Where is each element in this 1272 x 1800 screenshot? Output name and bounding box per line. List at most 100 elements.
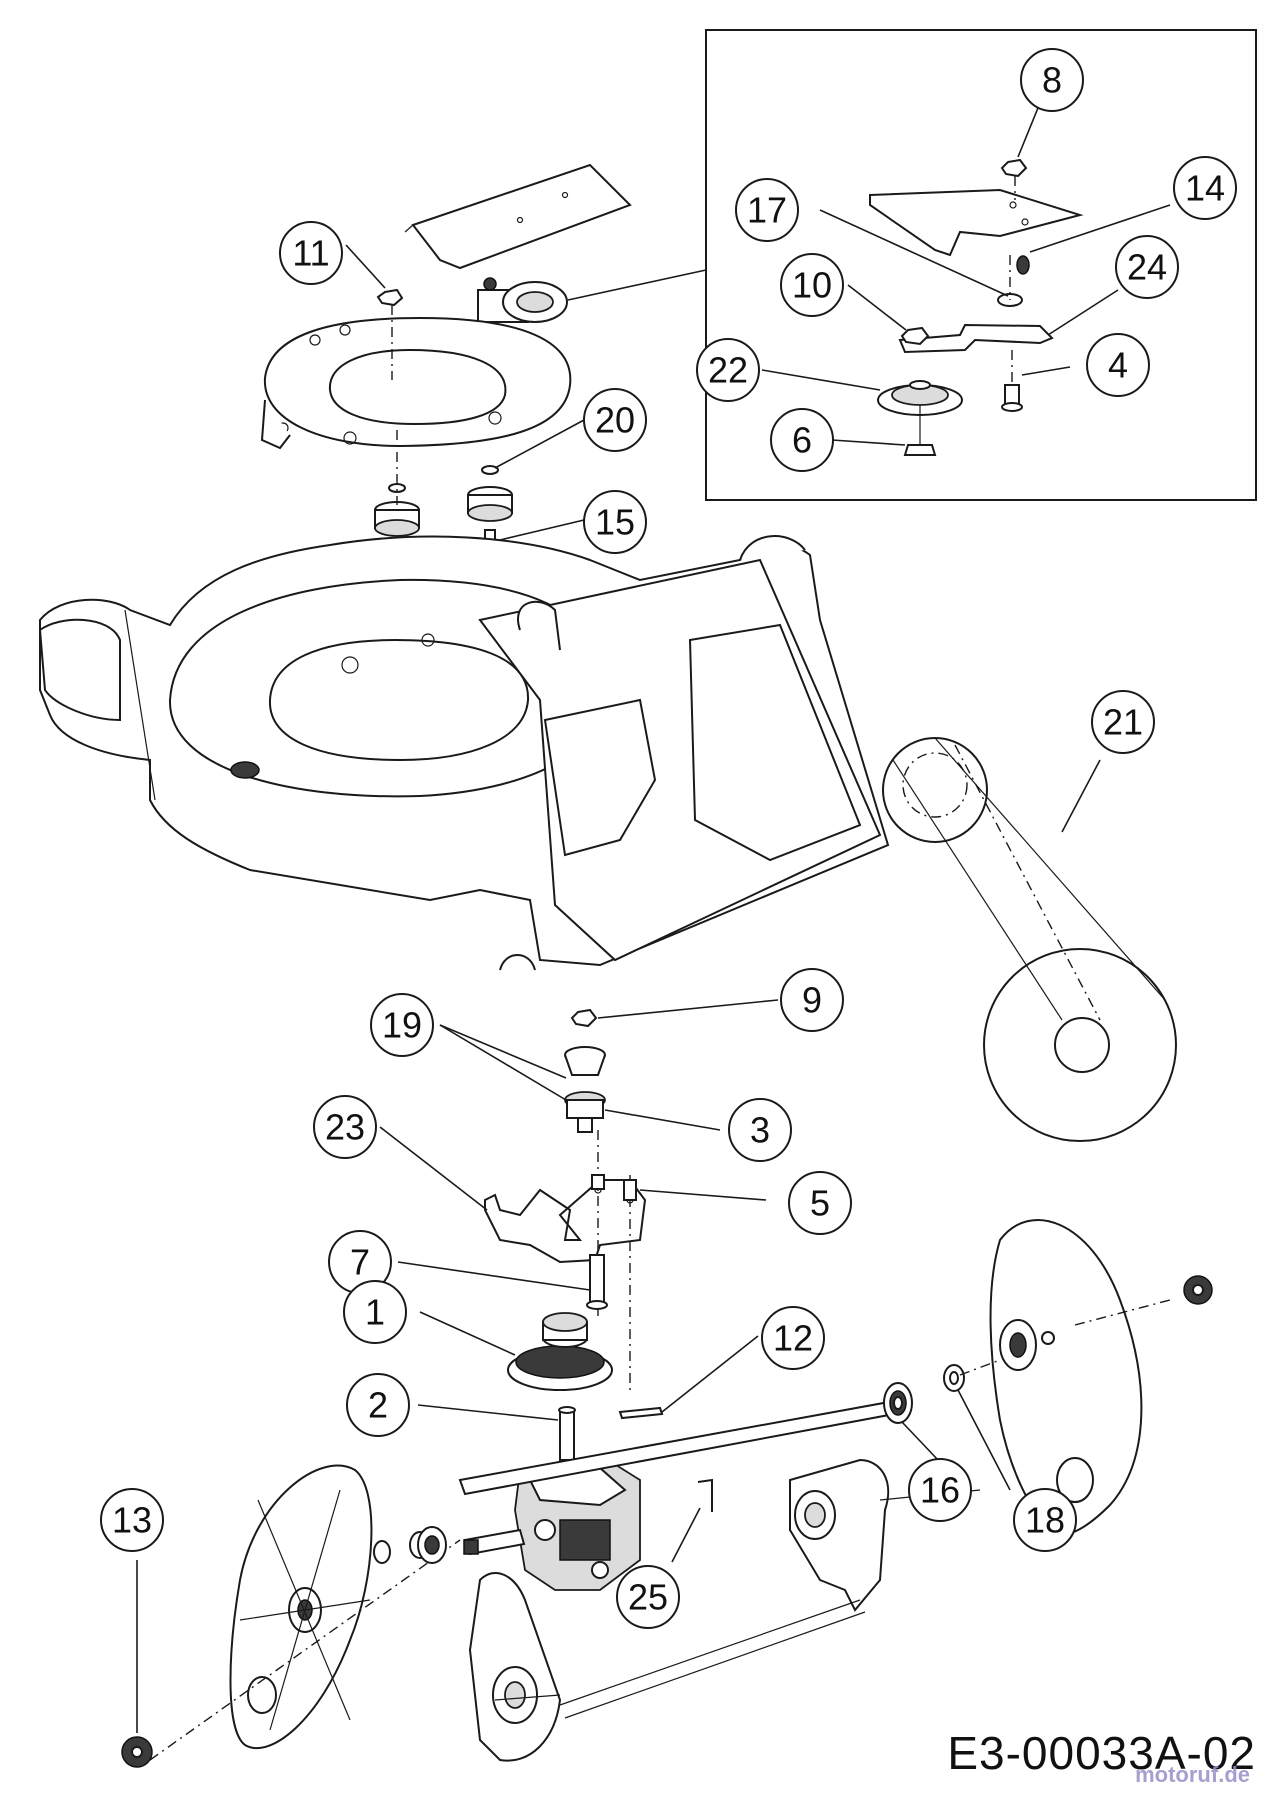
leader-21 <box>1061 759 1101 833</box>
svg-text:13: 13 <box>112 1500 152 1541</box>
callout-24: 24 <box>1115 235 1179 299</box>
bushing-left <box>374 430 420 568</box>
svg-text:22: 22 <box>708 350 748 391</box>
nut-11 <box>376 288 404 380</box>
left-spacers <box>373 1526 447 1564</box>
detail-inset-frame <box>705 29 1257 501</box>
left-wheel-disc <box>149 1464 461 1761</box>
callout-17: 17 <box>735 178 799 242</box>
leader-3 <box>604 1109 721 1131</box>
leader-24 <box>1047 289 1119 336</box>
svg-text:16: 16 <box>920 1470 960 1511</box>
callout-18: 18 <box>1013 1488 1077 1552</box>
clip-25 <box>697 1478 713 1512</box>
svg-text:25: 25 <box>628 1577 668 1618</box>
leader-12 <box>661 1335 759 1413</box>
leader-23 <box>379 1126 488 1211</box>
rear-height-bracket <box>559 1458 981 1719</box>
inset-nut-10 <box>900 326 930 346</box>
svg-text:20: 20 <box>595 400 635 441</box>
mower-deck-housing <box>38 535 890 971</box>
svg-text:18: 18 <box>1025 1500 1065 1541</box>
svg-text:23: 23 <box>325 1107 365 1148</box>
leader-1 <box>419 1311 516 1356</box>
svg-text:9: 9 <box>802 980 822 1021</box>
svg-text:19: 19 <box>382 1005 422 1046</box>
leader-14 <box>1029 204 1171 253</box>
callout-23: 23 <box>313 1095 377 1159</box>
callout-20: 20 <box>583 388 647 452</box>
nut-9 <box>570 1008 598 1028</box>
callout-16: 16 <box>908 1458 972 1522</box>
inset-bracket-plate <box>869 188 1084 257</box>
inset-bolt-4 <box>1001 350 1023 412</box>
upper-bracket-plate <box>404 163 632 270</box>
svg-text:5: 5 <box>810 1183 830 1224</box>
bolt-7 <box>586 1254 608 1310</box>
callout-3: 3 <box>728 1098 792 1162</box>
svg-text:14: 14 <box>1185 168 1225 209</box>
site-watermark: motoruf.de <box>1135 1762 1250 1787</box>
leader-9 <box>597 999 779 1019</box>
callout-21: 21 <box>1091 690 1155 754</box>
leader-18 <box>957 1389 1011 1491</box>
leader-22 <box>761 369 881 391</box>
leader-2 <box>417 1404 559 1421</box>
leader-17 <box>819 209 1009 297</box>
inset-bolt-6 <box>903 405 937 456</box>
rear-axle <box>458 1398 907 1556</box>
callout-25: 25 <box>616 1565 680 1629</box>
svg-text:6: 6 <box>792 420 812 461</box>
callout-2: 2 <box>346 1373 410 1437</box>
svg-text:24: 24 <box>1127 247 1167 288</box>
callout-9: 9 <box>780 968 844 1032</box>
washer-18 <box>943 1364 965 1392</box>
inset-lever-24 <box>898 323 1054 354</box>
callout-12: 12 <box>761 1306 825 1370</box>
callout-13: 13 <box>100 1488 164 1552</box>
inset-washer-17 <box>997 255 1023 307</box>
leader-7 <box>397 1261 591 1291</box>
callout-8: 8 <box>1020 48 1084 112</box>
leader-8 <box>1017 102 1041 158</box>
leader-19a <box>439 1024 567 1079</box>
callout-19: 19 <box>370 993 434 1057</box>
leader-4 <box>1021 366 1071 376</box>
svg-text:2: 2 <box>368 1385 388 1426</box>
leader-25 <box>671 1507 701 1563</box>
callout-11: 11 <box>279 221 343 285</box>
svg-text:10: 10 <box>792 265 832 306</box>
callout-6: 6 <box>770 408 834 472</box>
leader-20 <box>494 419 585 469</box>
leader-11 <box>345 244 386 289</box>
inset-spring-14 <box>1016 255 1030 275</box>
leader-6 <box>831 439 906 446</box>
inset-nut-8 <box>1000 158 1028 200</box>
svg-text:12: 12 <box>773 1318 813 1359</box>
callout-14: 14 <box>1173 156 1237 220</box>
left-pinion-gear <box>121 1736 153 1768</box>
svg-text:7: 7 <box>350 1242 370 1283</box>
leader-5 <box>639 1189 767 1201</box>
svg-text:17: 17 <box>747 190 787 231</box>
callout-15: 15 <box>583 490 647 554</box>
svg-text:21: 21 <box>1103 702 1143 743</box>
callout-4: 4 <box>1086 333 1150 397</box>
svg-text:8: 8 <box>1042 60 1062 101</box>
upper-idler-pulley <box>477 277 568 323</box>
right-pinion-gear <box>1183 1275 1213 1305</box>
drive-pulley-1 <box>507 1312 613 1391</box>
gearbox-bracket-23 <box>484 1130 647 1390</box>
bearing-16 <box>883 1382 913 1424</box>
callout-10: 10 <box>780 253 844 317</box>
callout-1: 1 <box>343 1280 407 1344</box>
pin-12 <box>618 1406 664 1420</box>
right-wheel-disc <box>959 1219 1171 1536</box>
svg-text:11: 11 <box>292 233 329 274</box>
svg-text:15: 15 <box>595 502 635 543</box>
svg-text:1: 1 <box>365 1292 385 1333</box>
drive-belt <box>882 737 1177 1142</box>
spacer-19 <box>564 1046 606 1133</box>
leader-10 <box>847 284 907 331</box>
